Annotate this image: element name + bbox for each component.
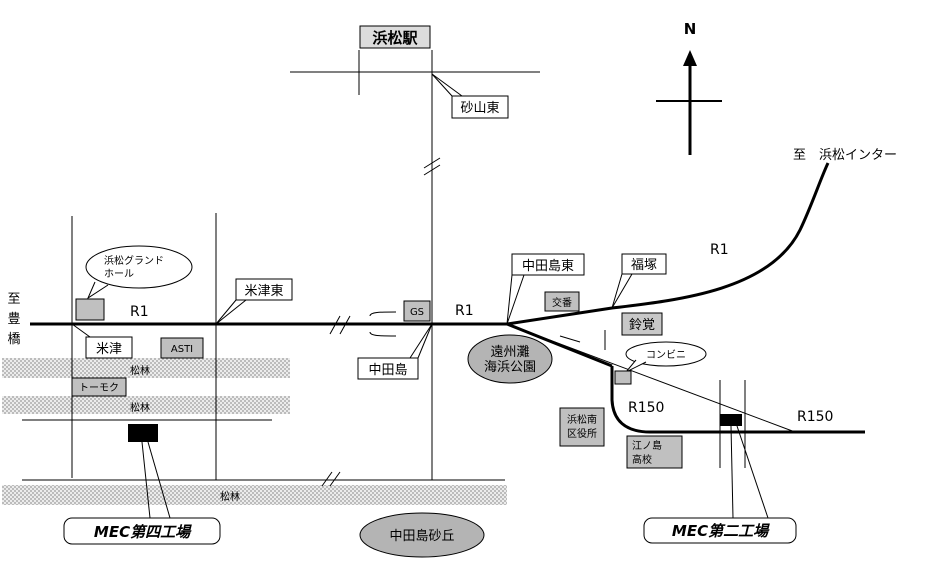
forest-label-1: 松林 [130, 364, 150, 377]
factory-fourth-label: MEC第四工場 [94, 523, 192, 541]
station-label: 浜松駅 [372, 29, 418, 47]
route-150-east [610, 366, 865, 434]
high-school-label: 江ノ島高校 [632, 439, 662, 466]
r1-center-label: R1 [455, 303, 474, 319]
north-label: N [684, 20, 697, 38]
factory-fourth-marker [128, 424, 158, 442]
ward-office-box [559, 407, 605, 447]
dunes-label: 中田島砂丘 [389, 529, 454, 544]
north-arrow-icon: N [656, 20, 722, 155]
konbini-callout [625, 341, 707, 367]
gs-box [403, 300, 431, 322]
asti-label: ASTI [171, 344, 193, 355]
high-school-box [626, 435, 683, 469]
factory-fourth-box [63, 517, 221, 545]
minor-roads [22, 50, 796, 481]
gs-label: GS [410, 307, 424, 318]
r150-west-label: R150 [628, 400, 664, 416]
major-roads [30, 162, 865, 434]
bracket-marks [369, 311, 606, 351]
grand-hall-building [75, 298, 105, 321]
sunayama-higashi-label: 砂山東 [460, 100, 499, 116]
factory-second-box [643, 517, 797, 544]
station-box [359, 25, 431, 49]
r1-east-label: R1 [710, 242, 729, 258]
break-marks [321, 157, 441, 487]
park-area [467, 334, 553, 384]
factory-second-marker [720, 414, 742, 426]
sunayama-higashi-box [451, 95, 509, 119]
forest-label-2: 松林 [130, 401, 150, 414]
konbini-building [614, 370, 632, 385]
fukuzuka-box [621, 253, 667, 275]
yonezu-higashi-box [235, 278, 293, 301]
nakatajima-higashi-box [511, 253, 585, 276]
koban-box [544, 291, 580, 312]
grand-hall-callout [85, 245, 193, 289]
toyohashi-direction: 至豊橋 [7, 292, 20, 347]
nakatajima-higashi-label: 中田島東 [522, 258, 574, 274]
konbini-label: コンビニ [646, 349, 686, 361]
tomoku-box [71, 377, 127, 397]
nakatajima-box [357, 357, 419, 380]
yonezu-label: 米津 [96, 342, 122, 357]
yonezu-higashi-label: 米津東 [244, 283, 283, 299]
r1-west-label: R1 [130, 304, 149, 320]
ward-office-label: 浜松南区役所 [567, 413, 597, 440]
factory-second-label: MEC第二工場 [672, 522, 770, 540]
forest-band-3 [2, 485, 507, 505]
koban-label: 交番 [552, 296, 572, 309]
forest-band-2 [2, 396, 290, 414]
dunes-area [359, 512, 485, 558]
forest-band-1 [2, 358, 290, 378]
asti-box [160, 337, 204, 359]
tomoku-label: トーモク [79, 382, 119, 394]
route-1-east [506, 162, 830, 326]
fukuzuka-label: 福塚 [631, 258, 657, 273]
grand-hall-label: 浜松グランドホール [104, 254, 164, 280]
interchange-direction: 至 浜松インター [793, 148, 897, 163]
suzukaku-box [621, 312, 663, 336]
park-label: 遠州灘海浜公園 [484, 345, 536, 375]
suzukaku-label: 鈴覚 [629, 318, 655, 333]
yonezu-box [85, 336, 133, 359]
r150-east-label: R150 [797, 409, 833, 425]
forest-label-3: 松林 [220, 490, 240, 503]
nakatajima-label: 中田島 [368, 363, 407, 378]
